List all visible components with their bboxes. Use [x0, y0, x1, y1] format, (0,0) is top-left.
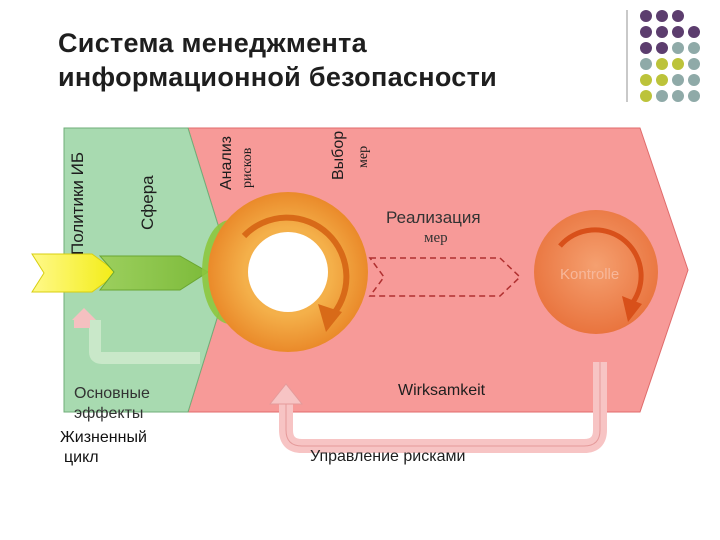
wirksamkeit-label: Wirksamkeit — [398, 382, 485, 400]
main-effects-line-1: Основные — [74, 384, 150, 404]
lifecycle-label: Жизненный цикл — [60, 428, 147, 468]
implementation-label-2: мер — [424, 230, 448, 247]
lifecycle-line-1: Жизненный — [60, 428, 147, 448]
risk-analysis-label-1: Анализ — [218, 136, 236, 190]
policy-label: Политики ИБ — [68, 152, 88, 255]
risk-management-label: Управление рисками — [310, 448, 465, 466]
measure-choice-label-1: Выбор — [330, 131, 348, 180]
main-effects-label: Основные эффекты — [74, 384, 150, 424]
risk-analysis-label-2: рисков — [240, 148, 256, 188]
lifecycle-line-2: цикл — [60, 448, 147, 468]
scope-label: Сфера — [138, 175, 158, 230]
kontrolle-label: Kontrolle — [560, 266, 619, 283]
green-feedback-arrow-tail — [74, 320, 90, 328]
implementation-label-1: Реализация — [386, 208, 481, 228]
measure-choice-label-2: мер — [356, 146, 372, 168]
main-effects-line-2: эффекты — [74, 404, 150, 424]
risk-cycle-hole — [248, 232, 328, 312]
